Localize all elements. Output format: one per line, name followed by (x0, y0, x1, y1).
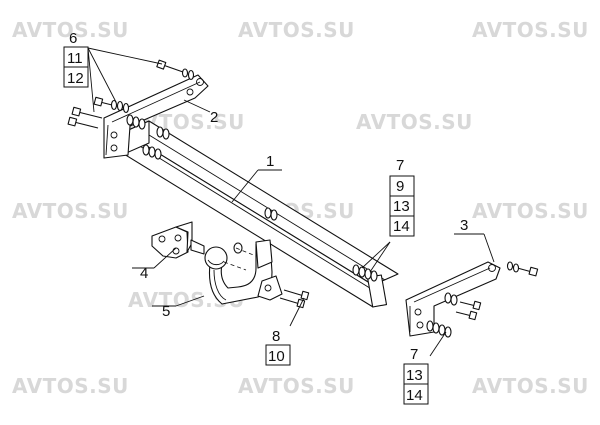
callout-label: 6 (69, 30, 77, 47)
watermark: AVTOS.SU (472, 374, 589, 398)
watermark: AVTOS.SU (238, 18, 355, 42)
callout-7-9-13-14: 7 9 13 14 (389, 157, 415, 237)
beam-center-nuts (233, 207, 278, 254)
callout-label: 7 (396, 157, 404, 174)
callout-label: 2 (210, 109, 218, 126)
watermark-layer: AVTOS.SU AVTOS.SU AVTOS.SU AVTOS.SU AVTO… (12, 18, 589, 398)
callout-label: 10 (268, 348, 285, 365)
watermark: AVTOS.SU (472, 199, 589, 223)
callout-label: 5 (162, 303, 170, 320)
watermark: AVTOS.SU (356, 110, 473, 134)
callout-label: 7 (410, 346, 418, 363)
callout-label: 8 (272, 328, 280, 345)
tow-ball-arm (204, 239, 283, 305)
watermark: AVTOS.SU (12, 199, 129, 223)
callout-3: 3 (460, 217, 468, 234)
left-bolt-set (67, 96, 170, 160)
callout-1: 1 (266, 153, 274, 170)
callout-label: 14 (406, 387, 423, 404)
callout-label: 14 (393, 218, 410, 235)
left-bracket (103, 74, 209, 159)
callout-label: 12 (67, 70, 84, 87)
callout-label: 9 (396, 178, 404, 195)
callout-6-11-12: 6 11 12 (63, 30, 89, 88)
watermark: AVTOS.SU (472, 18, 589, 42)
callout-4: 4 (140, 265, 148, 282)
callout-label: 4 (140, 265, 148, 282)
watermark: AVTOS.SU (12, 18, 129, 42)
callout-label: 13 (393, 198, 410, 215)
leader-lines (87, 47, 495, 357)
callout-5: 5 (162, 303, 170, 320)
right-bolt-set (352, 261, 539, 338)
callout-8-10: 8 10 (265, 328, 291, 366)
callout-label: 11 (67, 50, 83, 67)
callout-7-13-14: 7 13 14 (403, 346, 429, 405)
socket-plate (151, 221, 205, 259)
cross-beam (123, 120, 399, 308)
callout-label: 1 (266, 153, 274, 170)
callout-label: 3 (460, 217, 468, 234)
center-bolts (279, 289, 310, 309)
callout-label: 13 (406, 367, 423, 384)
callout-2: 2 (210, 109, 218, 126)
watermark: AVTOS.SU (238, 374, 355, 398)
right-bracket (405, 261, 501, 337)
top-bolt (156, 59, 195, 81)
watermark: AVTOS.SU (12, 374, 129, 398)
